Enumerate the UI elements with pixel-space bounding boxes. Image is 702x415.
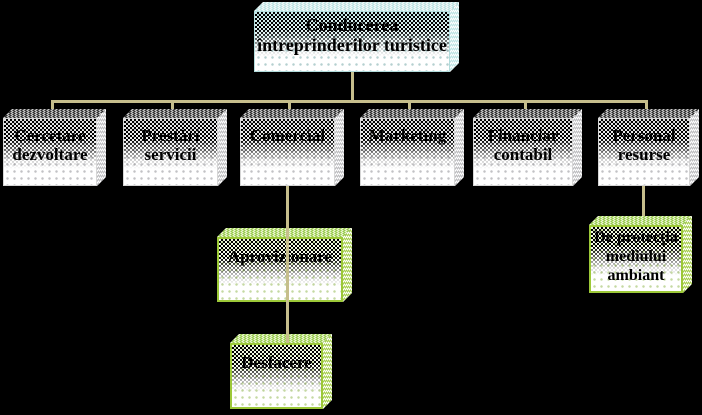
box-label: Desfacere xyxy=(232,345,321,372)
halftone-overlay xyxy=(219,239,341,300)
box-3d-right-face xyxy=(335,109,344,186)
box-label-line: Financiar xyxy=(487,126,559,145)
box-label: Marketing xyxy=(361,119,454,145)
box-3d-right-face xyxy=(323,334,332,409)
org-box-desfacere: Desfacere xyxy=(230,334,332,409)
org-box-personal-resurse: Personal resurse xyxy=(598,109,699,186)
connector-personal-to-protectia xyxy=(642,186,645,226)
box-label: Cercetare dezvoltare xyxy=(4,119,96,164)
halftone-overlay xyxy=(4,119,96,185)
box-3d-top-face xyxy=(3,109,106,118)
box-label-line: contabil xyxy=(493,145,553,165)
box-label-line: Marketing xyxy=(368,126,447,145)
box-face: Aprovizionare xyxy=(217,237,343,302)
box-3d-right-face xyxy=(455,109,464,186)
box-face: Financiar contabil xyxy=(473,118,573,186)
halftone-overlay xyxy=(241,119,334,185)
box-label-line: întreprinderilor turistice xyxy=(257,35,447,56)
box-label-line: Prestări xyxy=(141,126,200,145)
connector-comercial-to-desfacere xyxy=(286,186,289,343)
box-3d-top-face xyxy=(217,228,352,237)
box-face: Cercetare dezvoltare xyxy=(3,118,97,186)
box-3d-top-face xyxy=(240,109,344,118)
box-3d-right-face xyxy=(450,2,459,72)
halftone-overlay xyxy=(474,119,572,185)
org-box-protectia-mediului: De protecţia mediului ambiant xyxy=(589,216,692,293)
org-box-prestari-servicii: Prestări servicii xyxy=(123,109,227,186)
box-label-line: De protecţia xyxy=(594,229,678,246)
box-label-line: Cercetare xyxy=(14,126,86,145)
box-face: Marketing xyxy=(360,118,455,186)
box-label: Aprovizionare xyxy=(219,239,341,266)
box-face: Prestări servicii xyxy=(123,118,218,186)
connector-horizontal-bus xyxy=(51,100,647,103)
halftone-overlay xyxy=(591,227,681,291)
box-label-line: Aprovizionare xyxy=(227,247,333,266)
box-3d-top-face xyxy=(123,109,227,118)
connector-root-vertical xyxy=(351,72,354,103)
box-3d-right-face xyxy=(343,228,352,302)
org-box-financiar-contabil: Financiar contabil xyxy=(473,109,582,186)
box-3d-top-face xyxy=(589,216,692,225)
box-label-line: servicii xyxy=(144,145,197,165)
org-box-marketing: Marketing xyxy=(360,109,464,186)
box-3d-right-face xyxy=(683,216,692,293)
box-label-line: mediului xyxy=(605,247,667,265)
box-label-line: Desfacere xyxy=(241,353,312,372)
box-label-line: resurse xyxy=(617,145,671,165)
box-3d-top-face xyxy=(598,109,699,118)
halftone-overlay xyxy=(599,119,689,185)
box-label-line: dezvoltare xyxy=(12,145,88,165)
box-face: Conducerea întreprinderilor turistice xyxy=(254,11,450,72)
box-label: Personal resurse xyxy=(599,119,689,164)
halftone-overlay xyxy=(361,119,454,185)
box-label: Prestări servicii xyxy=(124,119,217,164)
box-3d-right-face xyxy=(97,109,106,186)
box-3d-top-face xyxy=(254,2,459,11)
box-face: Personal resurse xyxy=(598,118,690,186)
halftone-overlay xyxy=(124,119,217,185)
org-box-comercial: Comercial xyxy=(240,109,344,186)
box-face: Comercial xyxy=(240,118,335,186)
box-label-line: Comercial xyxy=(249,126,326,145)
box-3d-right-face xyxy=(690,109,699,186)
box-label-line: Conducerea xyxy=(305,15,399,35)
box-3d-right-face xyxy=(573,109,582,186)
box-3d-right-face xyxy=(218,109,227,186)
box-3d-top-face xyxy=(360,109,464,118)
org-box-cercetare-dezvoltare: Cercetare dezvoltare xyxy=(3,109,106,186)
box-label: Conducerea întreprinderilor turistice xyxy=(255,12,449,55)
halftone-overlay xyxy=(232,345,321,407)
halftone-overlay xyxy=(255,12,449,71)
box-label: Comercial xyxy=(241,119,334,145)
box-3d-top-face xyxy=(230,334,332,343)
box-face: Desfacere xyxy=(230,343,323,409)
box-label-line: Personal xyxy=(612,126,676,145)
box-3d-top-face xyxy=(473,109,582,118)
box-face: De protecţia mediului ambiant xyxy=(589,225,683,293)
box-label: Financiar contabil xyxy=(474,119,572,164)
box-label: De protecţia mediului ambiant xyxy=(591,227,681,286)
org-box-aprovizionare: Aprovizionare xyxy=(217,228,352,302)
org-box-root: Conducerea întreprinderilor turistice xyxy=(254,2,459,72)
box-label-line: ambiant xyxy=(607,266,665,284)
